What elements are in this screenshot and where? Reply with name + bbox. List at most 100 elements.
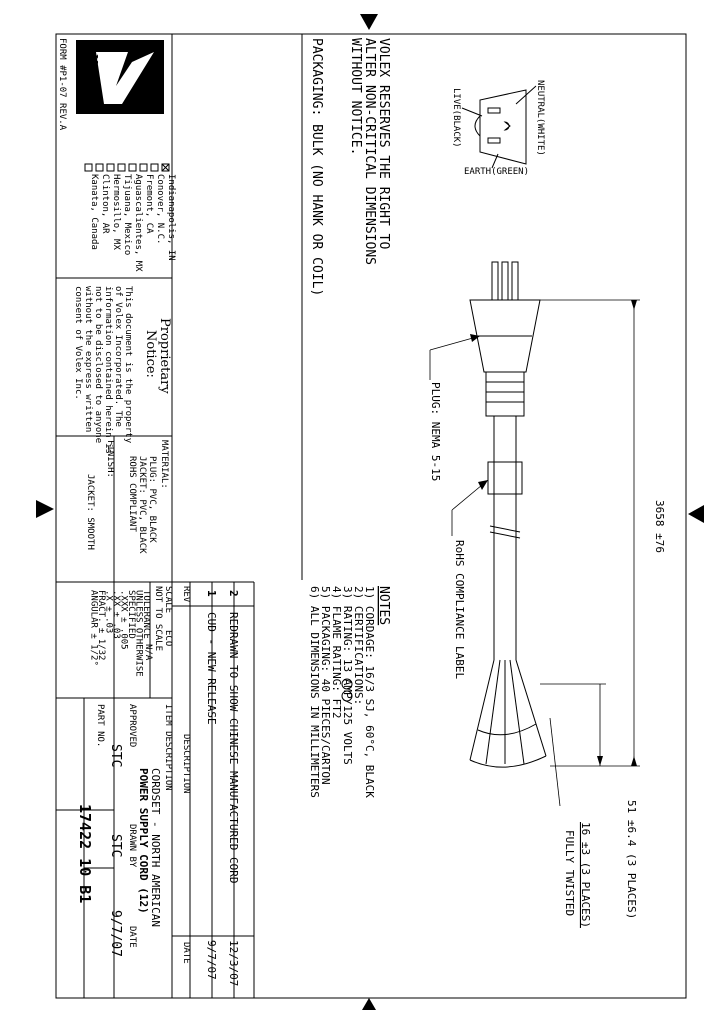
location-name: Aguascalientes, MX: [133, 174, 143, 272]
location-checkbox: [106, 163, 115, 172]
cord-assembly: [469, 261, 547, 768]
location-name: Clinton, AR: [100, 174, 110, 234]
location-checkbox: [161, 163, 170, 172]
proprietary-line: consent of Volex Inc.: [73, 286, 83, 400]
note-item: 6) ALL DIMENSIONS IN MILLIMETERS: [308, 586, 321, 798]
center-arrow-top: [360, 14, 378, 30]
item-description-line1: CORDSET - NORTH AMERICAN: [149, 768, 162, 927]
proprietary-line: not to be disclosed to anyone: [93, 286, 103, 443]
note-item: 2) CERTIFICATIONS:: [352, 586, 365, 705]
drawn-by-value: STC: [108, 834, 123, 857]
note-item: 4) FLAME RATING: FT2: [330, 586, 343, 718]
title-block: SCALE NOT TO SCALE ECO N/A TOLERANCEUNLE…: [56, 582, 173, 998]
revision-number: 1: [205, 590, 218, 597]
finish-label: FINISH:: [105, 440, 115, 478]
revision-date: 9/7/07: [205, 940, 218, 980]
scale-value: NOT TO SCALE: [153, 586, 163, 651]
notes-block: NOTES 1) CORDAGE: 16/3 SJ, 60°C, BLACK2)…: [308, 586, 391, 798]
approved-label: APPROVED: [127, 704, 137, 747]
neutral-label: NEUTRAL(WHITE): [535, 80, 545, 156]
center-arrow-bottom: [362, 998, 376, 1010]
center-arrow-right: [688, 505, 704, 523]
material-line: JACKET: PVC, BLACK: [137, 456, 147, 554]
reserve-note-line: ALTER NON-CRITICAL DIMENSIONS: [362, 38, 377, 265]
material-label: MATERIAL:: [159, 440, 169, 489]
twist-note: FULLY TWISTED: [563, 830, 576, 916]
drawn-by-label: DRAWN BY: [127, 824, 137, 868]
tolerance-line: .XXX ± .005: [119, 590, 129, 650]
location-name: Conover, N.C.: [155, 174, 165, 244]
proprietary-line: without the express written: [83, 286, 93, 432]
description-column-label: DESCRIPTION: [181, 734, 191, 794]
location-name: Kanata, Canada: [89, 174, 99, 250]
tolerance-line: .X ± .03: [104, 590, 114, 633]
note-item: 5) PACKAGING: 40 PIECES/CARTON: [319, 586, 332, 785]
ul-certification-mark-icon: [341, 678, 353, 702]
proprietary-line: This document is the property: [123, 286, 133, 444]
notes-title: NOTES: [376, 586, 391, 625]
plug-face-view: NEUTRAL(WHITE) LIVE(BLACK) EARTH(GREEN): [451, 80, 545, 177]
proprietary-title: Proprietary: [157, 318, 172, 394]
twist-length-dim: 16 ±3 (3 PLACES): [579, 822, 592, 928]
volex-logo: Volex CUD FORM #P1-07 REV.A: [57, 38, 164, 131]
tolerance-line: FRACT. ± 1/32: [96, 590, 106, 660]
item-description-line2: POWER SUPPLY CORD (12): [137, 768, 150, 914]
form-number: FORM #P1-07 REV.A: [57, 38, 67, 131]
tolerance-line: SPECIFIED: [126, 590, 136, 639]
revision-description: REDRAWN TO SHOW CHINESE MANUFACTURED COR…: [227, 612, 240, 884]
note-item: 1) CORDAGE: 16/3 SJ, 60°C, BLACK: [363, 586, 376, 798]
item-description-label: ITEM DESCRIPTION: [163, 704, 173, 791]
sheet-border: [55, 33, 687, 999]
checkmark-icon: [161, 163, 170, 172]
eco-label: ECO: [163, 630, 173, 646]
reserve-note-line: VOLEX RESERVES THE RIGHT TO: [376, 38, 391, 249]
material-line: ROHS COMPLIANT: [127, 456, 137, 532]
date-value-tb: 9/7/07: [108, 910, 123, 957]
revision-description: CUD - NEW RELEASE: [205, 612, 218, 725]
revision-number: 2: [227, 590, 240, 597]
location-checkbox: [117, 163, 126, 172]
live-label: LIVE(BLACK): [451, 88, 461, 148]
rohs-callout: RoHS COMPLIANCE LABEL: [453, 540, 466, 679]
plug-callout: PLUG: NEMA 5-15: [429, 382, 442, 481]
approved-value: STC: [108, 744, 123, 767]
part-number-label: PART NO.: [95, 704, 105, 747]
location-name: Indianapolis, IN: [166, 174, 176, 261]
packaging-note: PACKAGING: BULK (NO HANK OR COIL): [309, 38, 324, 296]
scale-label: SCALE: [163, 586, 173, 613]
center-arrow-left: [36, 500, 54, 518]
revision-date: 12/3/07: [227, 940, 240, 986]
material-line: PLUG: PVC, BLACK: [147, 456, 157, 543]
note-item: 3) RATING: 13 AMP/125 VOLTS: [341, 586, 354, 765]
location-name: Hermosillo, MX: [111, 174, 121, 250]
tolerance-line: .XX ± .03: [111, 590, 121, 639]
part-number: 17422 10 B1: [76, 804, 94, 903]
dimensions: 3658 ±76 51 ±6.4 (3 PLACES) 16 ±3 (3 PLA…: [429, 299, 666, 928]
tolerance-line: ANGULAR ± 1/2°: [89, 590, 99, 666]
tolerance-line: UNLESS OTHERWISE: [134, 590, 144, 677]
date-label-tb: DATE: [127, 926, 137, 948]
rev-column-label: REV: [181, 586, 191, 603]
location-checkbox: [95, 163, 104, 172]
logo-division: CUD: [75, 64, 85, 81]
location-checkbox: [150, 163, 159, 172]
strip-length-dim: 51 ±6.4 (3 PLACES): [625, 800, 638, 919]
overall-length-dim: 3658 ±76: [653, 500, 666, 553]
earth-label: EARTH(GREEN): [464, 167, 529, 177]
proprietary-line: information contained herein is: [103, 286, 113, 454]
date-column-label: DATE: [181, 942, 191, 964]
proprietary-notice: Proprietary Notice: This document is the…: [73, 286, 172, 454]
eco-value: N/A: [143, 644, 153, 661]
location-name: Tijuana, Mexico: [122, 174, 132, 255]
proprietary-subtitle: Notice:: [143, 330, 158, 378]
proprietary-line: of Volex Incorporated. The: [113, 286, 123, 427]
location-checkbox: [139, 163, 148, 172]
location-name: Fremont, CA: [144, 174, 154, 234]
location-checkbox: [128, 163, 137, 172]
